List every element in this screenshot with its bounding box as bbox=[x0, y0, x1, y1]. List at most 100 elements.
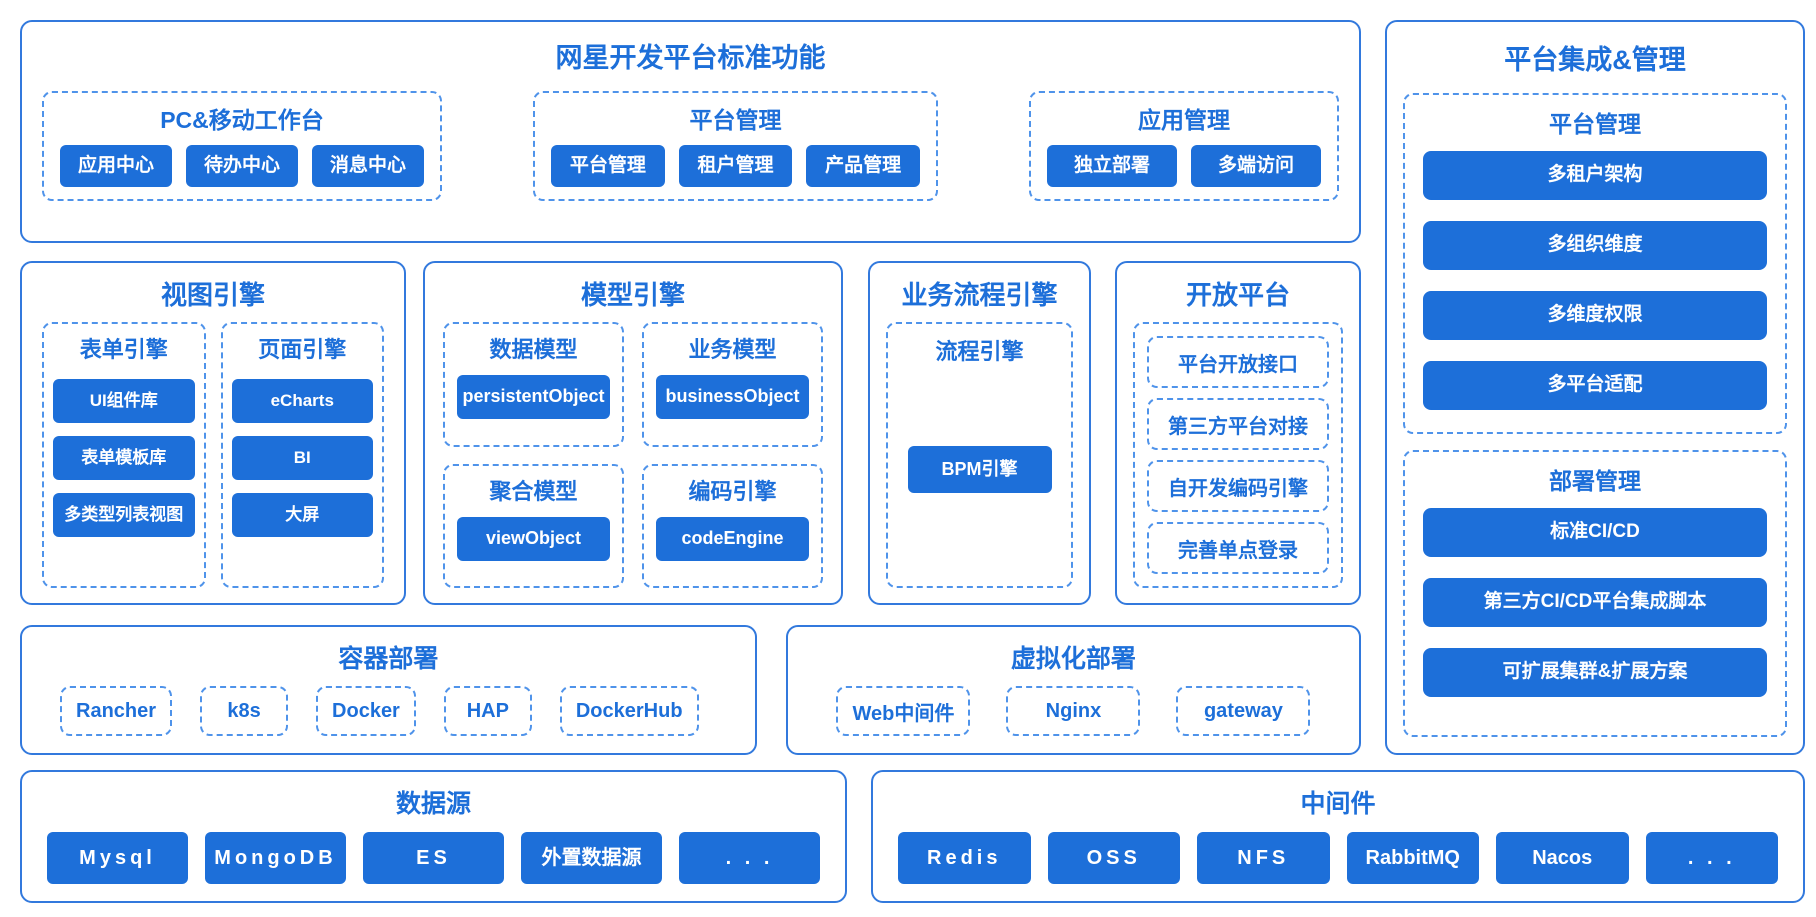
item-third-party-integration: 第三方平台对接 bbox=[1147, 398, 1329, 450]
block-middleware-more: . . . bbox=[1645, 832, 1778, 884]
block-nfs: NFS bbox=[1197, 832, 1330, 884]
model-engine-title: 模型引擎 bbox=[580, 280, 685, 310]
group-platform-management-blocks: 平台管理 租户管理 产品管理 bbox=[545, 145, 926, 187]
cell-aggregate-model: 聚合模型 viewObject bbox=[443, 463, 624, 588]
chip-hap: HAP bbox=[443, 686, 532, 736]
group-rp-platform-management: 平台管理 多租户架构 多组织维度 多维度权限 多平台适配 bbox=[1403, 93, 1787, 434]
block-independent-deploy: 独立部署 bbox=[1047, 145, 1177, 187]
block-third-party-cicd-script: 第三方CI/CD平台集成脚本 bbox=[1423, 578, 1767, 627]
block-view-object: viewObject bbox=[457, 516, 610, 561]
deployment-row: 容器部署 Rancher k8s Docker HAP DockerHub 虚拟… bbox=[20, 625, 1361, 755]
group-pc-mobile-workbench: PC&移动工作台 应用中心 待办中心 消息中心 bbox=[42, 91, 442, 201]
chip-k8s: k8s bbox=[200, 686, 289, 736]
item-platform-open-api: 平台开放接口 bbox=[1147, 336, 1329, 388]
model-engine-section: 模型引擎 数据模型 persistentObject 业务模型 business… bbox=[423, 261, 843, 605]
right-column: 平台集成&管理 平台管理 多租户架构 多组织维度 多维度权限 多平台适配 部署管… bbox=[1385, 20, 1805, 755]
block-es: ES bbox=[363, 832, 504, 884]
block-oss: OSS bbox=[1047, 832, 1180, 884]
block-business-object: businessObject bbox=[656, 375, 809, 419]
block-form-template-lib: 表单模板库 bbox=[53, 436, 195, 480]
group-pc-mobile-workbench-title: PC&移动工作台 bbox=[160, 107, 324, 133]
cell-data-model-title: 数据模型 bbox=[489, 337, 578, 362]
chip-rancher: Rancher bbox=[60, 686, 173, 736]
view-engine-title: 视图引擎 bbox=[160, 280, 265, 310]
group-app-management: 应用管理 独立部署 多端访问 bbox=[1029, 91, 1339, 201]
middleware-blocks: Redis OSS NFS RabbitMQ Nacos . . . bbox=[898, 832, 1778, 884]
virtualization-deployment-chips: Web中间件 Nginx gateway bbox=[788, 686, 1359, 736]
block-nacos: Nacos bbox=[1496, 832, 1629, 884]
engines-row: 视图引擎 表单引擎 UI组件库 表单模板库 多类型列表视图 页面引擎 eChar… bbox=[20, 261, 1361, 605]
chip-dockerhub: DockerHub bbox=[559, 686, 699, 736]
block-standard-cicd: 标准CI/CD bbox=[1423, 508, 1767, 557]
left-column: 网星开发平台标准功能 PC&移动工作台 应用中心 待办中心 消息中心 平台管理 bbox=[20, 20, 1361, 755]
group-app-management-blocks: 独立部署 多端访问 bbox=[1041, 145, 1327, 187]
block-multi-platform-adaptation: 多平台适配 bbox=[1423, 361, 1767, 410]
group-pc-mobile-workbench-blocks: 应用中心 待办中心 消息中心 bbox=[54, 145, 430, 187]
block-external-datasource: 外置数据源 bbox=[521, 832, 662, 884]
view-engine-groups: 表单引擎 UI组件库 表单模板库 多类型列表视图 页面引擎 eCharts BI… bbox=[22, 322, 404, 588]
group-deployment-management-blocks: 标准CI/CD 第三方CI/CD平台集成脚本 可扩展集群&扩展方案 bbox=[1423, 508, 1767, 697]
group-platform-management-title: 平台管理 bbox=[689, 107, 782, 133]
block-multi-dimension-permission: 多维度权限 bbox=[1423, 291, 1767, 340]
block-message-center: 消息中心 bbox=[312, 145, 424, 187]
block-tenant-management: 租户管理 bbox=[678, 145, 793, 187]
group-page-engine-title: 页面引擎 bbox=[258, 337, 347, 362]
virtualization-deployment-title: 虚拟化部署 bbox=[1010, 645, 1136, 673]
cell-aggregate-model-title: 聚合模型 bbox=[489, 478, 578, 504]
block-datasource-more: . . . bbox=[679, 832, 820, 884]
item-self-dev-code-engine: 自开发编码引擎 bbox=[1147, 460, 1329, 512]
group-deployment-management-title: 部署管理 bbox=[1549, 468, 1641, 494]
block-bpm-engine: BPM引擎 bbox=[907, 446, 1052, 493]
group-rp-platform-management-title: 平台管理 bbox=[1549, 111, 1641, 137]
block-product-management: 产品管理 bbox=[806, 145, 921, 187]
middleware-title: 中间件 bbox=[1300, 790, 1376, 818]
block-redis: Redis bbox=[898, 832, 1031, 884]
chip-docker: Docker bbox=[316, 686, 416, 736]
upper-section: 网星开发平台标准功能 PC&移动工作台 应用中心 待办中心 消息中心 平台管理 bbox=[20, 20, 1805, 755]
model-engine-grid: 数据模型 persistentObject 业务模型 businessObjec… bbox=[425, 322, 841, 588]
group-form-engine-title: 表单引擎 bbox=[79, 337, 168, 362]
block-big-screen: 大屏 bbox=[231, 493, 373, 537]
chip-web-middleware: Web中间件 bbox=[836, 686, 971, 736]
middleware-section: 中间件 Redis OSS NFS RabbitMQ Nacos . . . bbox=[871, 770, 1805, 903]
block-multi-tenant-arch: 多租户架构 bbox=[1423, 151, 1767, 200]
open-platform-list: 平台开放接口 第三方平台对接 自开发编码引擎 完善单点登录 bbox=[1133, 322, 1343, 588]
block-code-engine: codeEngine bbox=[656, 516, 809, 561]
open-platform-title: 开放平台 bbox=[1185, 280, 1290, 310]
standard-functions-groups: PC&移动工作台 应用中心 待办中心 消息中心 平台管理 平台管理 租户管理 产… bbox=[22, 91, 1359, 201]
cell-business-model-title: 业务模型 bbox=[688, 337, 777, 362]
data-sources-blocks: Mysql MongoDB ES 外置数据源 . . . bbox=[47, 832, 820, 884]
chip-gateway: gateway bbox=[1176, 686, 1311, 736]
standard-functions-title: 网星开发平台标准功能 bbox=[555, 43, 826, 73]
block-echarts: eCharts bbox=[231, 379, 373, 423]
container-deployment-chips: Rancher k8s Docker HAP DockerHub bbox=[22, 686, 755, 736]
data-sources-section: 数据源 Mysql MongoDB ES 外置数据源 . . . bbox=[20, 770, 847, 903]
group-deployment-management: 部署管理 标准CI/CD 第三方CI/CD平台集成脚本 可扩展集群&扩展方案 bbox=[1403, 450, 1787, 737]
container-deployment-section: 容器部署 Rancher k8s Docker HAP DockerHub bbox=[20, 625, 757, 755]
infrastructure-row: 数据源 Mysql MongoDB ES 外置数据源 . . . 中间件 Red… bbox=[20, 770, 1805, 903]
block-app-center: 应用中心 bbox=[60, 145, 172, 187]
cell-code-engine-title: 编码引擎 bbox=[688, 478, 777, 504]
cell-code-engine: 编码引擎 codeEngine bbox=[642, 463, 823, 588]
group-rp-platform-management-blocks: 多租户架构 多组织维度 多维度权限 多平台适配 bbox=[1423, 151, 1767, 410]
group-process-engine: 流程引擎 BPM引擎 bbox=[886, 322, 1073, 588]
view-engine-section: 视图引擎 表单引擎 UI组件库 表单模板库 多类型列表视图 页面引擎 eChar… bbox=[20, 261, 406, 605]
open-platform-section: 开放平台 平台开放接口 第三方平台对接 自开发编码引擎 完善单点登录 bbox=[1115, 261, 1361, 605]
group-process-engine-title: 流程引擎 bbox=[935, 339, 1024, 364]
group-platform-management: 平台管理 平台管理 租户管理 产品管理 bbox=[533, 91, 938, 201]
block-rabbitmq: RabbitMQ bbox=[1346, 832, 1479, 884]
cell-business-model: 业务模型 businessObject bbox=[642, 322, 823, 447]
block-multi-terminal-access: 多端访问 bbox=[1191, 145, 1321, 187]
chip-nginx: Nginx bbox=[1006, 686, 1141, 736]
block-bi: BI bbox=[231, 436, 373, 480]
block-platform-management: 平台管理 bbox=[551, 145, 665, 187]
process-engine-section-title: 业务流程引擎 bbox=[901, 280, 1058, 310]
cell-data-model: 数据模型 persistentObject bbox=[443, 322, 624, 447]
block-mysql: Mysql bbox=[47, 832, 188, 884]
group-form-engine: 表单引擎 UI组件库 表单模板库 多类型列表视图 bbox=[42, 322, 206, 588]
virtualization-deployment-section: 虚拟化部署 Web中间件 Nginx gateway bbox=[785, 625, 1361, 755]
block-mongodb: MongoDB bbox=[205, 832, 346, 884]
platform-integration-title: 平台集成&管理 bbox=[1504, 45, 1686, 75]
group-app-management-title: 应用管理 bbox=[1138, 107, 1230, 133]
